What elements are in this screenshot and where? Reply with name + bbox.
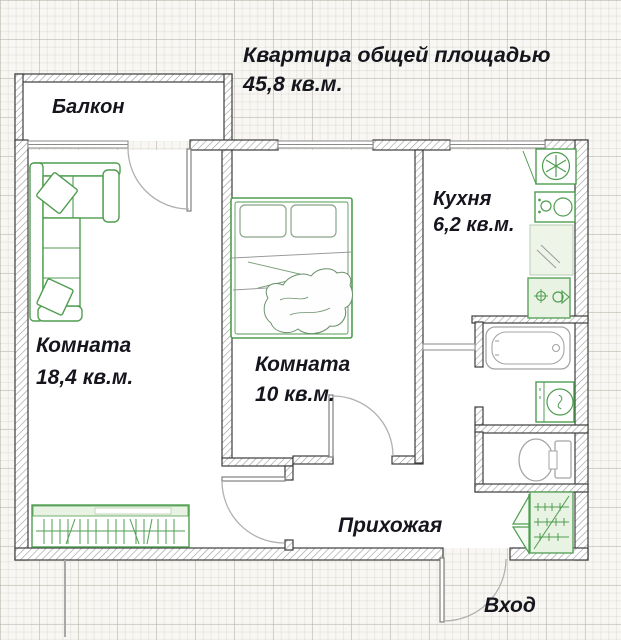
double-bed-icon [230, 197, 353, 339]
wc-wardrobe-wall [474, 483, 589, 493]
counter-icon [529, 224, 574, 276]
living-hallway-wall [221, 457, 294, 467]
right-outer-wall [574, 139, 589, 561]
bookshelf-icon [31, 504, 190, 548]
fridge-icon [522, 148, 577, 185]
bedroom-kitchen-wall [414, 149, 424, 464]
bathroom-left-wall [474, 406, 484, 426]
doors [64, 147, 507, 637]
wc-left-wall [474, 431, 484, 493]
toilet-icon [518, 438, 572, 482]
hallway-left-wall [284, 539, 294, 551]
entrance-door [439, 557, 507, 623]
apartment-title-line2: 45,8 кв.м. [242, 72, 343, 96]
left-outer-wall [14, 139, 29, 561]
bathroom-left-wall [474, 321, 484, 368]
bedroom-label: Комната [255, 353, 351, 376]
entrance-label: Вход [484, 594, 536, 617]
washing-machine-icon [535, 381, 575, 423]
labels: Квартира общей площадью 45,8 кв.м. Балко… [36, 43, 550, 617]
hallway-label: Прихожая [338, 514, 442, 537]
balcony-left-wall [14, 73, 24, 149]
balcony-top-wall [14, 73, 233, 83]
living-room-area: 18,4 кв.м. [36, 366, 133, 389]
bedroom-door [328, 394, 394, 458]
kitchen-label: Кухня [433, 188, 492, 210]
living-room-label: Комната [36, 334, 132, 357]
kitchen-doorway-threshold [422, 343, 476, 351]
top-wall-segment [372, 139, 451, 151]
sink-icon [527, 277, 571, 319]
corner-sofa-icon [29, 162, 121, 322]
bedroom-area: 10 кв.м. [255, 383, 335, 406]
balcony-door [127, 147, 192, 212]
balcony-floor [23, 82, 224, 141]
bathtub-icon [485, 326, 571, 370]
balcony-right-wall [223, 73, 233, 149]
windows [27, 140, 546, 351]
stove-icon [534, 191, 576, 223]
kitchen-area: 6,2 кв.м. [433, 214, 514, 236]
bathroom-wc-wall [474, 424, 589, 434]
apartment-title-line1: Квартира общей площадью [243, 43, 550, 67]
bedroom-bottom-wall [292, 455, 334, 465]
walls [14, 73, 589, 561]
balcony-label: Балкон [52, 96, 124, 118]
living-room-door [221, 476, 286, 544]
wardrobe-icon [511, 491, 574, 556]
hallway-left-wall [284, 465, 294, 481]
top-wall-segment [189, 139, 279, 151]
bottom-outer-wall [14, 547, 444, 561]
